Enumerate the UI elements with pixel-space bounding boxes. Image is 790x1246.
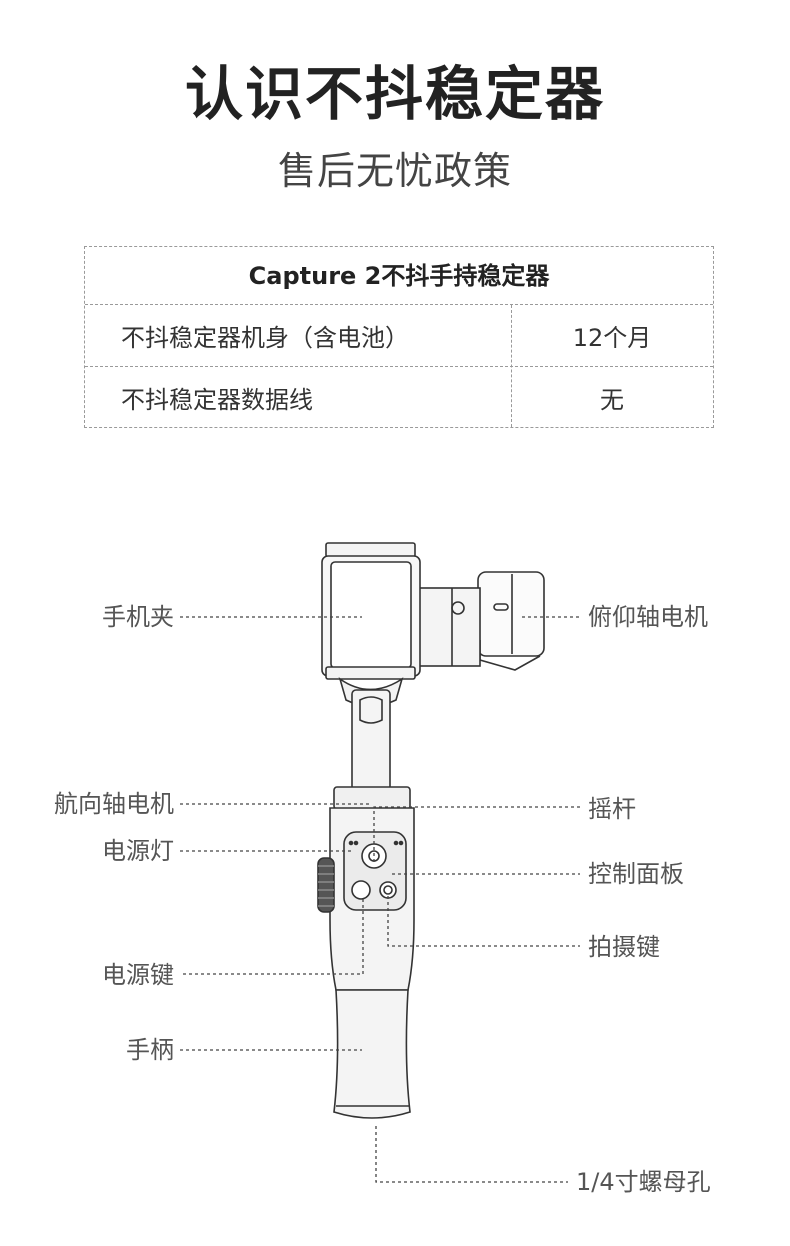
leader-screw-hole — [375, 1126, 568, 1183]
table-row: 不抖稳定器机身（含电池） 12个月 — [85, 305, 713, 367]
warranty-table: Capture 2不抖手持稳定器 不抖稳定器机身（含电池） 12个月 不抖稳定器… — [84, 246, 714, 428]
label-phone-clamp: 手机夹 — [102, 603, 174, 631]
vertical-arm — [351, 689, 391, 791]
warranty-item: 不抖稳定器数据线 — [121, 385, 313, 414]
warranty-period: 无 — [600, 385, 624, 414]
leader-shutter-button — [387, 896, 580, 947]
leader-power-button — [180, 899, 364, 975]
phone-clamp-top — [325, 542, 416, 558]
tilt-arm — [417, 587, 481, 667]
label-joystick: 摇杆 — [588, 795, 636, 823]
label-power-light: 电源灯 — [102, 837, 174, 865]
label-screw-hole: 1/4寸螺母孔 — [576, 1168, 711, 1196]
warranty-table-header: Capture 2不抖手持稳定器 — [85, 247, 713, 305]
label-handle: 手柄 — [126, 1036, 174, 1064]
label-pan-motor: 航向轴电机 — [54, 790, 174, 818]
label-tilt-motor: 俯仰轴电机 — [588, 603, 708, 631]
pan-motor — [333, 786, 411, 810]
phone-clamp-screen — [330, 561, 412, 669]
page-title: 认识不抖稳定器 — [184, 60, 605, 128]
warranty-item: 不抖稳定器机身（含电池） — [121, 324, 409, 352]
page-subtitle: 售后无忧政策 — [277, 149, 512, 193]
handle-lower — [333, 989, 411, 1119]
power-button — [351, 880, 371, 900]
phone-clamp-bottom — [325, 666, 416, 680]
table-row: 不抖稳定器数据线 无 — [85, 367, 713, 427]
warranty-period: 12个月 — [572, 324, 652, 352]
label-power-button: 电源键 — [102, 961, 174, 989]
tilt-motor-housing — [477, 571, 545, 657]
label-control-panel: 控制面板 — [588, 860, 684, 888]
leader-joystick — [373, 806, 580, 862]
shutter-button — [379, 881, 397, 899]
label-shutter-button: 拍摄键 — [588, 933, 660, 961]
